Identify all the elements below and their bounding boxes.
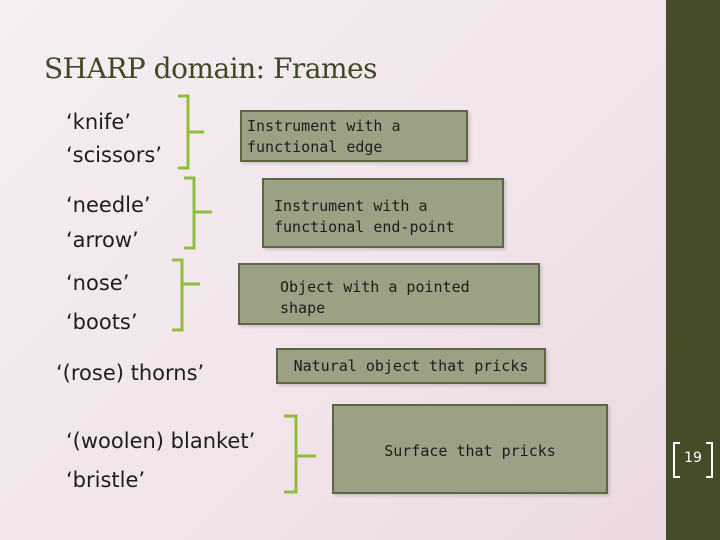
frame-label: Object with a pointed shape <box>280 278 470 317</box>
page-number: 19 <box>670 441 716 479</box>
word-nose: ‘nose’ <box>66 271 130 295</box>
word-arrow: ‘arrow’ <box>66 228 139 252</box>
word-boots: ‘boots’ <box>66 310 138 334</box>
bracket-icon <box>284 414 316 494</box>
bracket-icon <box>178 94 204 170</box>
frame-box-functional-edge: Instrument with a functional edge <box>240 110 468 162</box>
frame-label: Instrument with a functional edge <box>247 117 401 156</box>
page-number-text: 19 <box>684 450 702 466</box>
bracket-icon <box>172 258 200 332</box>
frame-label: Surface that pricks <box>384 442 556 460</box>
frame-box-pointed-shape: Object with a pointed shape <box>238 263 540 325</box>
word-bristle: ‘bristle’ <box>66 468 146 492</box>
frame-box-natural-object: Natural object that pricks <box>276 348 546 384</box>
word-rose-thorns: ‘(rose) thorns’ <box>56 361 205 385</box>
frame-box-functional-end-point: Instrument with a functional end-point <box>262 178 504 248</box>
bracket-icon <box>184 176 212 250</box>
frame-box-surface: Surface that pricks <box>332 404 608 494</box>
frame-label: Instrument with a functional end-point <box>274 197 455 236</box>
page-number-bracket-icon <box>673 442 713 478</box>
word-woolen-blanket: ‘(woolen) blanket’ <box>66 429 256 453</box>
word-needle: ‘needle’ <box>66 193 151 217</box>
slide-title: SHARP domain: Frames <box>44 52 378 85</box>
word-scissors: ‘scissors’ <box>66 143 162 167</box>
frame-label: Natural object that pricks <box>293 357 529 375</box>
word-knife: ‘knife’ <box>66 110 131 134</box>
